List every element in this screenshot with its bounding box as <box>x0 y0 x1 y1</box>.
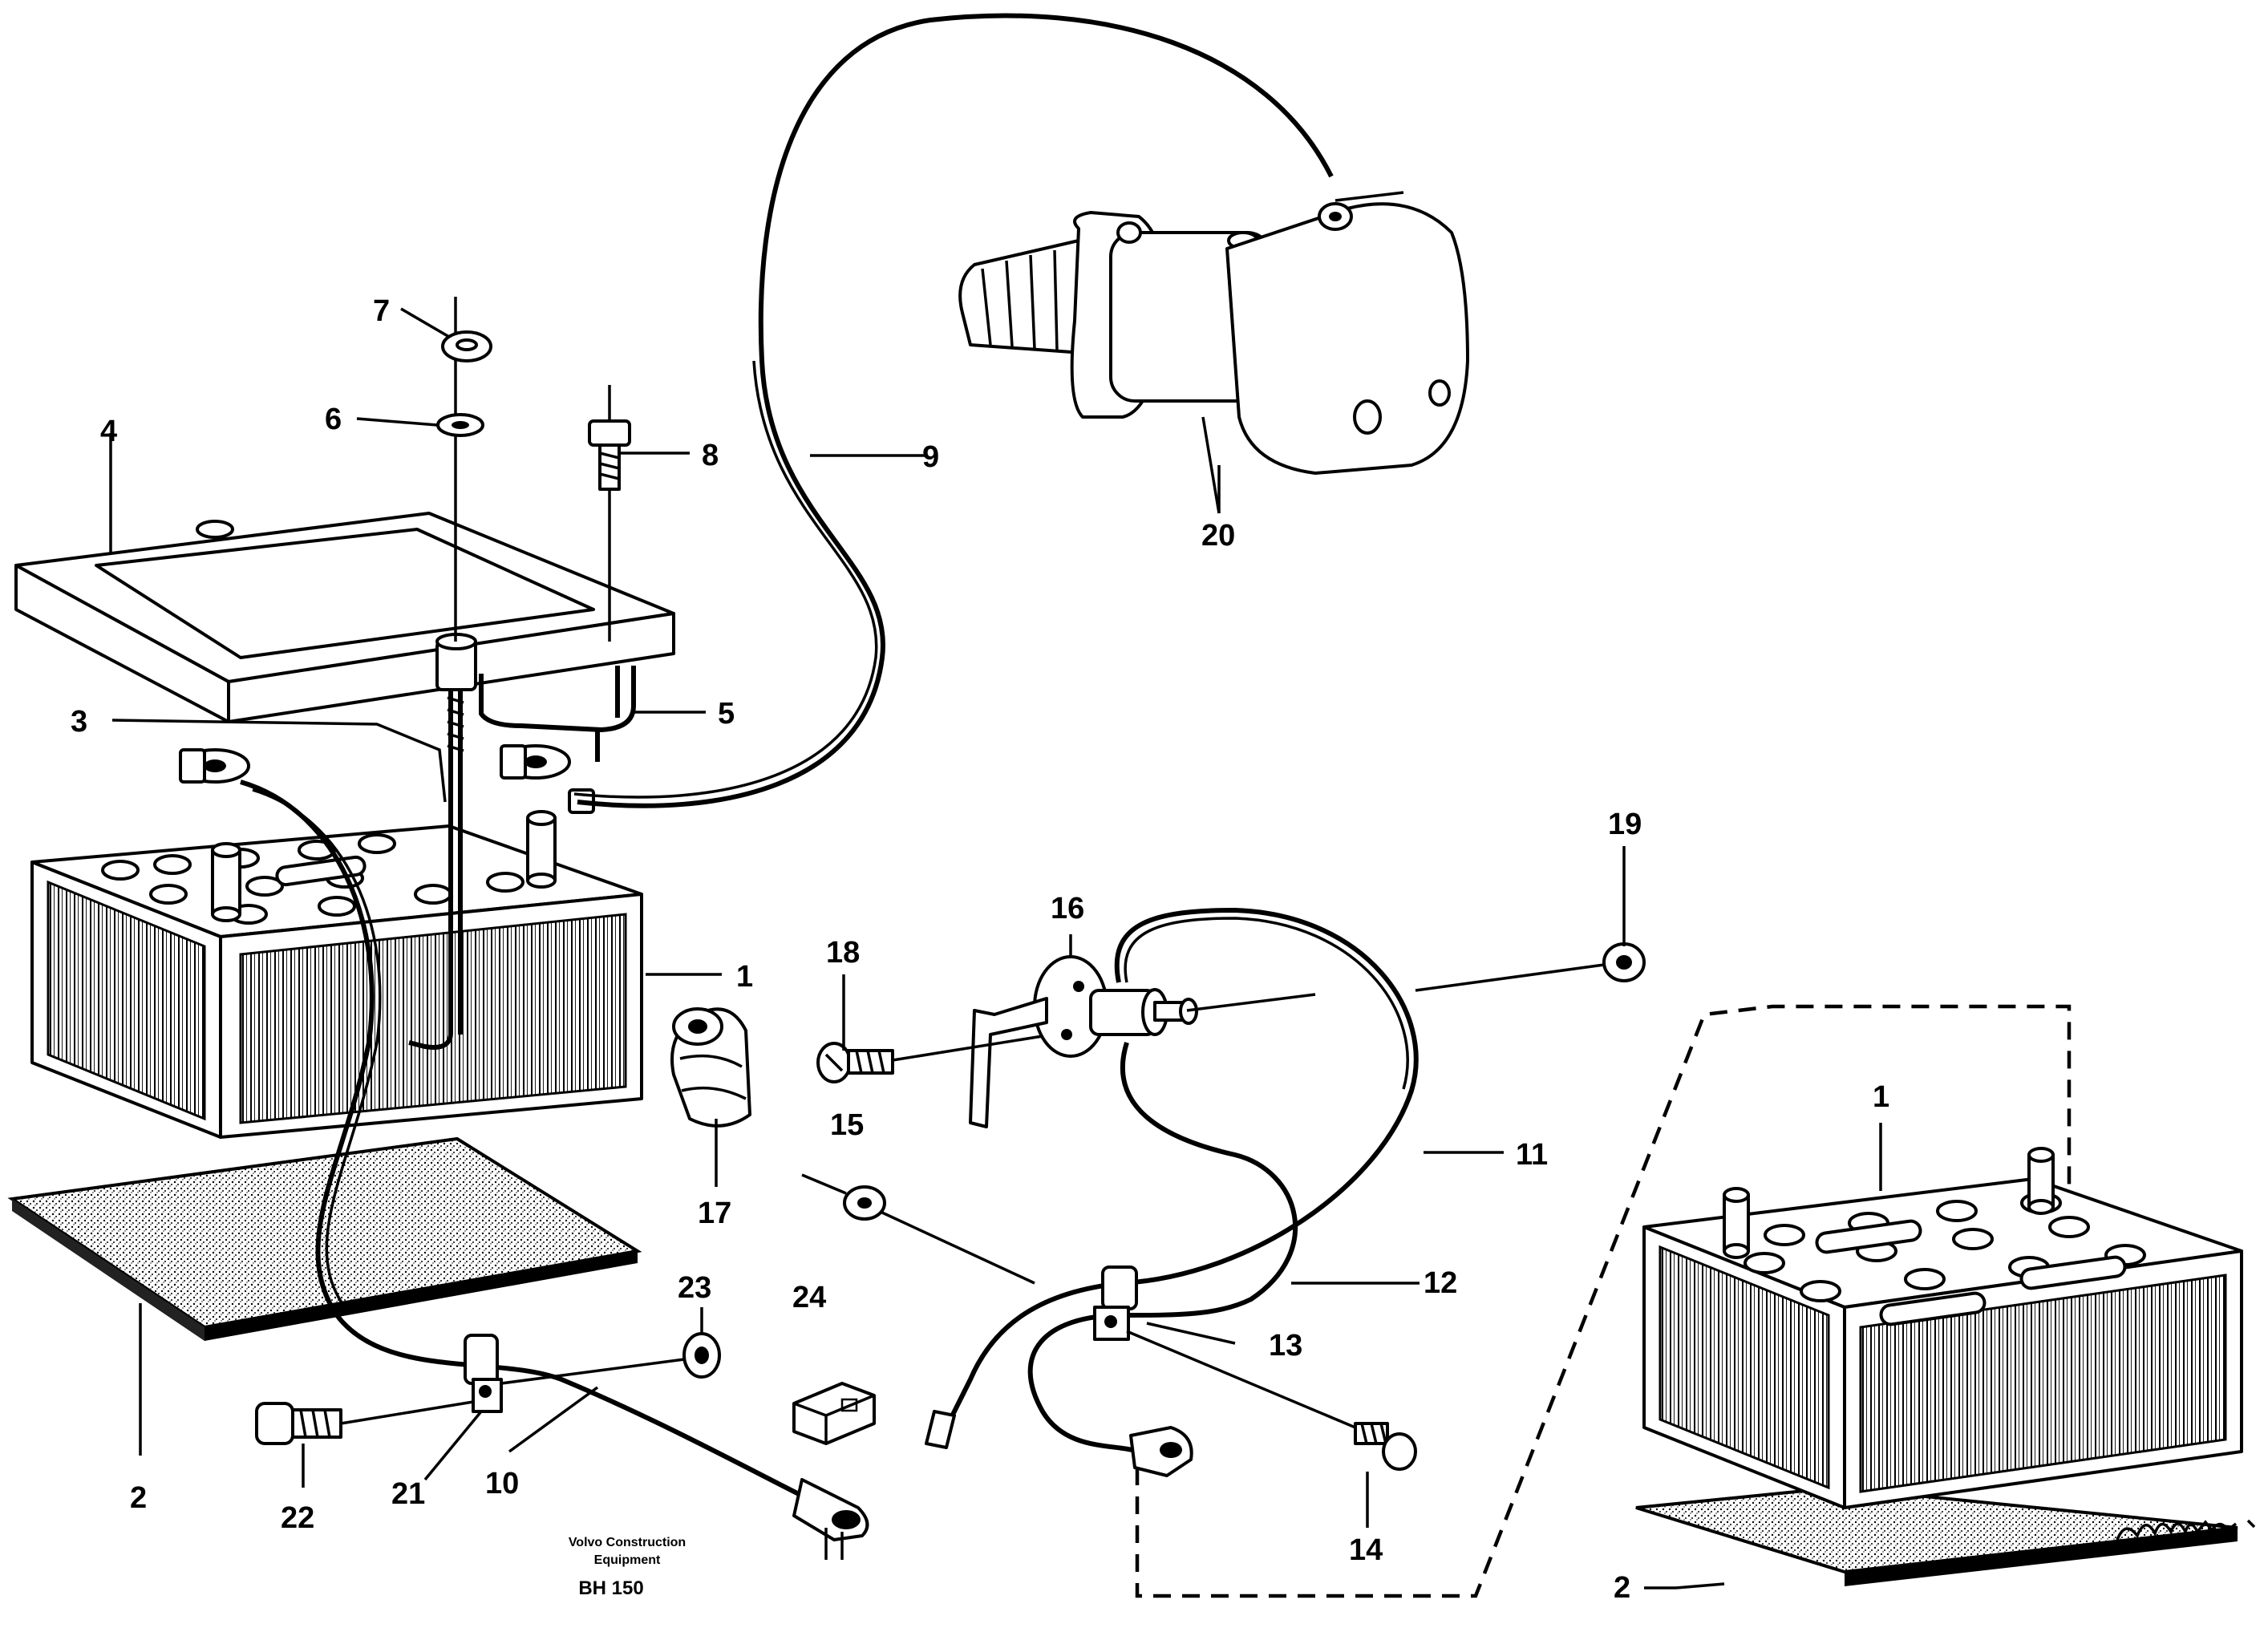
nut-15 <box>801 1173 1035 1285</box>
artist-signature <box>2116 1519 2256 1541</box>
callout-20: 20 <box>1201 519 1235 553</box>
caption-maker-line1: Volvo Construction <box>569 1536 686 1549</box>
callout-2-left: 2 <box>130 1481 147 1515</box>
dashed-connection <box>1135 1004 2072 1598</box>
cable-10 <box>240 780 812 1502</box>
battery-right-terminals <box>1723 1147 2055 1259</box>
screw-14 <box>1354 1422 1417 1471</box>
callout-labels: 1 1 2 2 3 4 5 6 7 8 9 10 11 12 13 14 15 … <box>71 294 1889 1605</box>
callout-1-right: 1 <box>1873 1080 1889 1114</box>
callout-23: 23 <box>678 1271 711 1305</box>
bolt-22 <box>255 1400 474 1445</box>
caption-model: BH 150 <box>578 1577 643 1599</box>
callout-6: 6 <box>325 403 342 436</box>
callout-5: 5 <box>718 697 735 731</box>
callout-1-left: 1 <box>736 960 753 994</box>
cable-clip-13 <box>1093 1266 1356 1429</box>
cable-connector <box>925 1410 956 1449</box>
battery-pad-right <box>1635 1485 2238 1586</box>
callout-14: 14 <box>1349 1533 1383 1567</box>
ground-lug <box>792 1478 869 1560</box>
callout-21: 21 <box>391 1477 425 1511</box>
main-switch <box>969 955 1316 1128</box>
callout-22: 22 <box>281 1501 314 1535</box>
callout-12: 12 <box>1424 1266 1457 1300</box>
battery-left <box>30 810 643 1139</box>
callout-4: 4 <box>100 415 117 448</box>
leader-lines <box>109 307 1882 1589</box>
drawing-caption: Volvo Construction Equipment BH 150 <box>569 1536 686 1599</box>
callout-7: 7 <box>373 294 390 328</box>
nut-19 <box>1415 942 1646 992</box>
battery-pad-left <box>7 1136 642 1341</box>
cable-lug-negative <box>179 748 250 784</box>
caption-maker-line2: Equipment <box>594 1553 661 1567</box>
terminal-cap-24 <box>792 1382 876 1445</box>
nut-23 <box>500 1332 721 1385</box>
callout-2-right: 2 <box>1614 1571 1630 1605</box>
callout-15: 15 <box>830 1108 864 1142</box>
battery-right-caps <box>1744 1192 2146 1326</box>
cable-clip-21 <box>464 1334 503 1413</box>
battery-clamp-frame <box>14 512 675 723</box>
callout-10: 10 <box>485 1467 519 1500</box>
callout-11: 11 <box>1516 1138 1548 1172</box>
cable-11 <box>948 907 1419 1421</box>
battery-right <box>1642 1147 2243 1509</box>
battery-left-terminals <box>211 810 557 922</box>
ring-lug-12 <box>1129 1426 1193 1477</box>
callout-18: 18 <box>826 936 860 970</box>
screw-18 <box>816 1035 1043 1083</box>
cable-9 <box>577 13 1334 808</box>
rubber-cover-17 <box>670 1007 751 1128</box>
callout-9: 9 <box>922 440 939 474</box>
screw-8 <box>588 385 631 642</box>
nut-7 <box>441 330 492 362</box>
washer-6 <box>436 413 484 437</box>
callout-17: 17 <box>698 1197 731 1230</box>
callout-24: 24 <box>792 1281 826 1314</box>
starter-motor <box>958 191 1469 514</box>
callout-3: 3 <box>71 705 87 739</box>
callout-16: 16 <box>1051 892 1084 925</box>
callout-19: 19 <box>1608 808 1642 841</box>
cable-12 <box>1027 1042 1298 1454</box>
callout-13: 13 <box>1269 1329 1302 1363</box>
tie-rod <box>408 297 477 1050</box>
callout-8: 8 <box>702 439 719 472</box>
clamp-bracket <box>479 666 636 762</box>
